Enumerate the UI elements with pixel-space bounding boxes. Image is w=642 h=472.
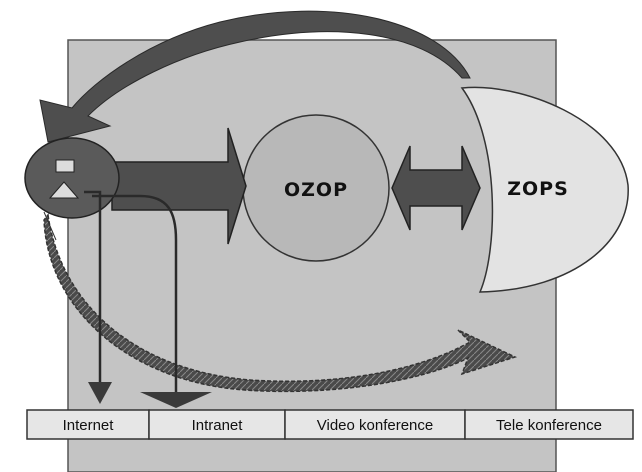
- channel-tab-intranet: [148, 409, 286, 440]
- intranet-arrowhead: [140, 392, 212, 408]
- channel-label-video: Video konference: [317, 417, 433, 434]
- channel-tab-tele: [464, 409, 634, 440]
- user-to-internet-line: [84, 190, 102, 384]
- return-arrow-top: [39, 10, 471, 143]
- channel-label-intranet: Intranet: [192, 417, 244, 434]
- ozop-zops-double-arrow: [391, 145, 481, 231]
- user-node: [24, 137, 120, 219]
- user-to-ozop-arrow: [111, 127, 247, 245]
- ozop-label: OZOP: [284, 179, 348, 201]
- feedback-arrow-bottom: [43, 213, 518, 393]
- user-to-intranet-line: [92, 194, 178, 392]
- internet-arrowhead: [88, 382, 112, 404]
- channel-label-internet: Internet: [63, 417, 115, 434]
- zops-label: ZOPS: [507, 178, 569, 200]
- channel-bar: Internet Intranet Video konference Tele …: [26, 409, 634, 440]
- feedback-arrow-stub: [43, 211, 57, 241]
- zops-shape: [460, 86, 629, 293]
- channel-label-tele: Tele konference: [496, 417, 602, 434]
- user-icon: [48, 159, 80, 199]
- channel-tab-video: [284, 409, 466, 440]
